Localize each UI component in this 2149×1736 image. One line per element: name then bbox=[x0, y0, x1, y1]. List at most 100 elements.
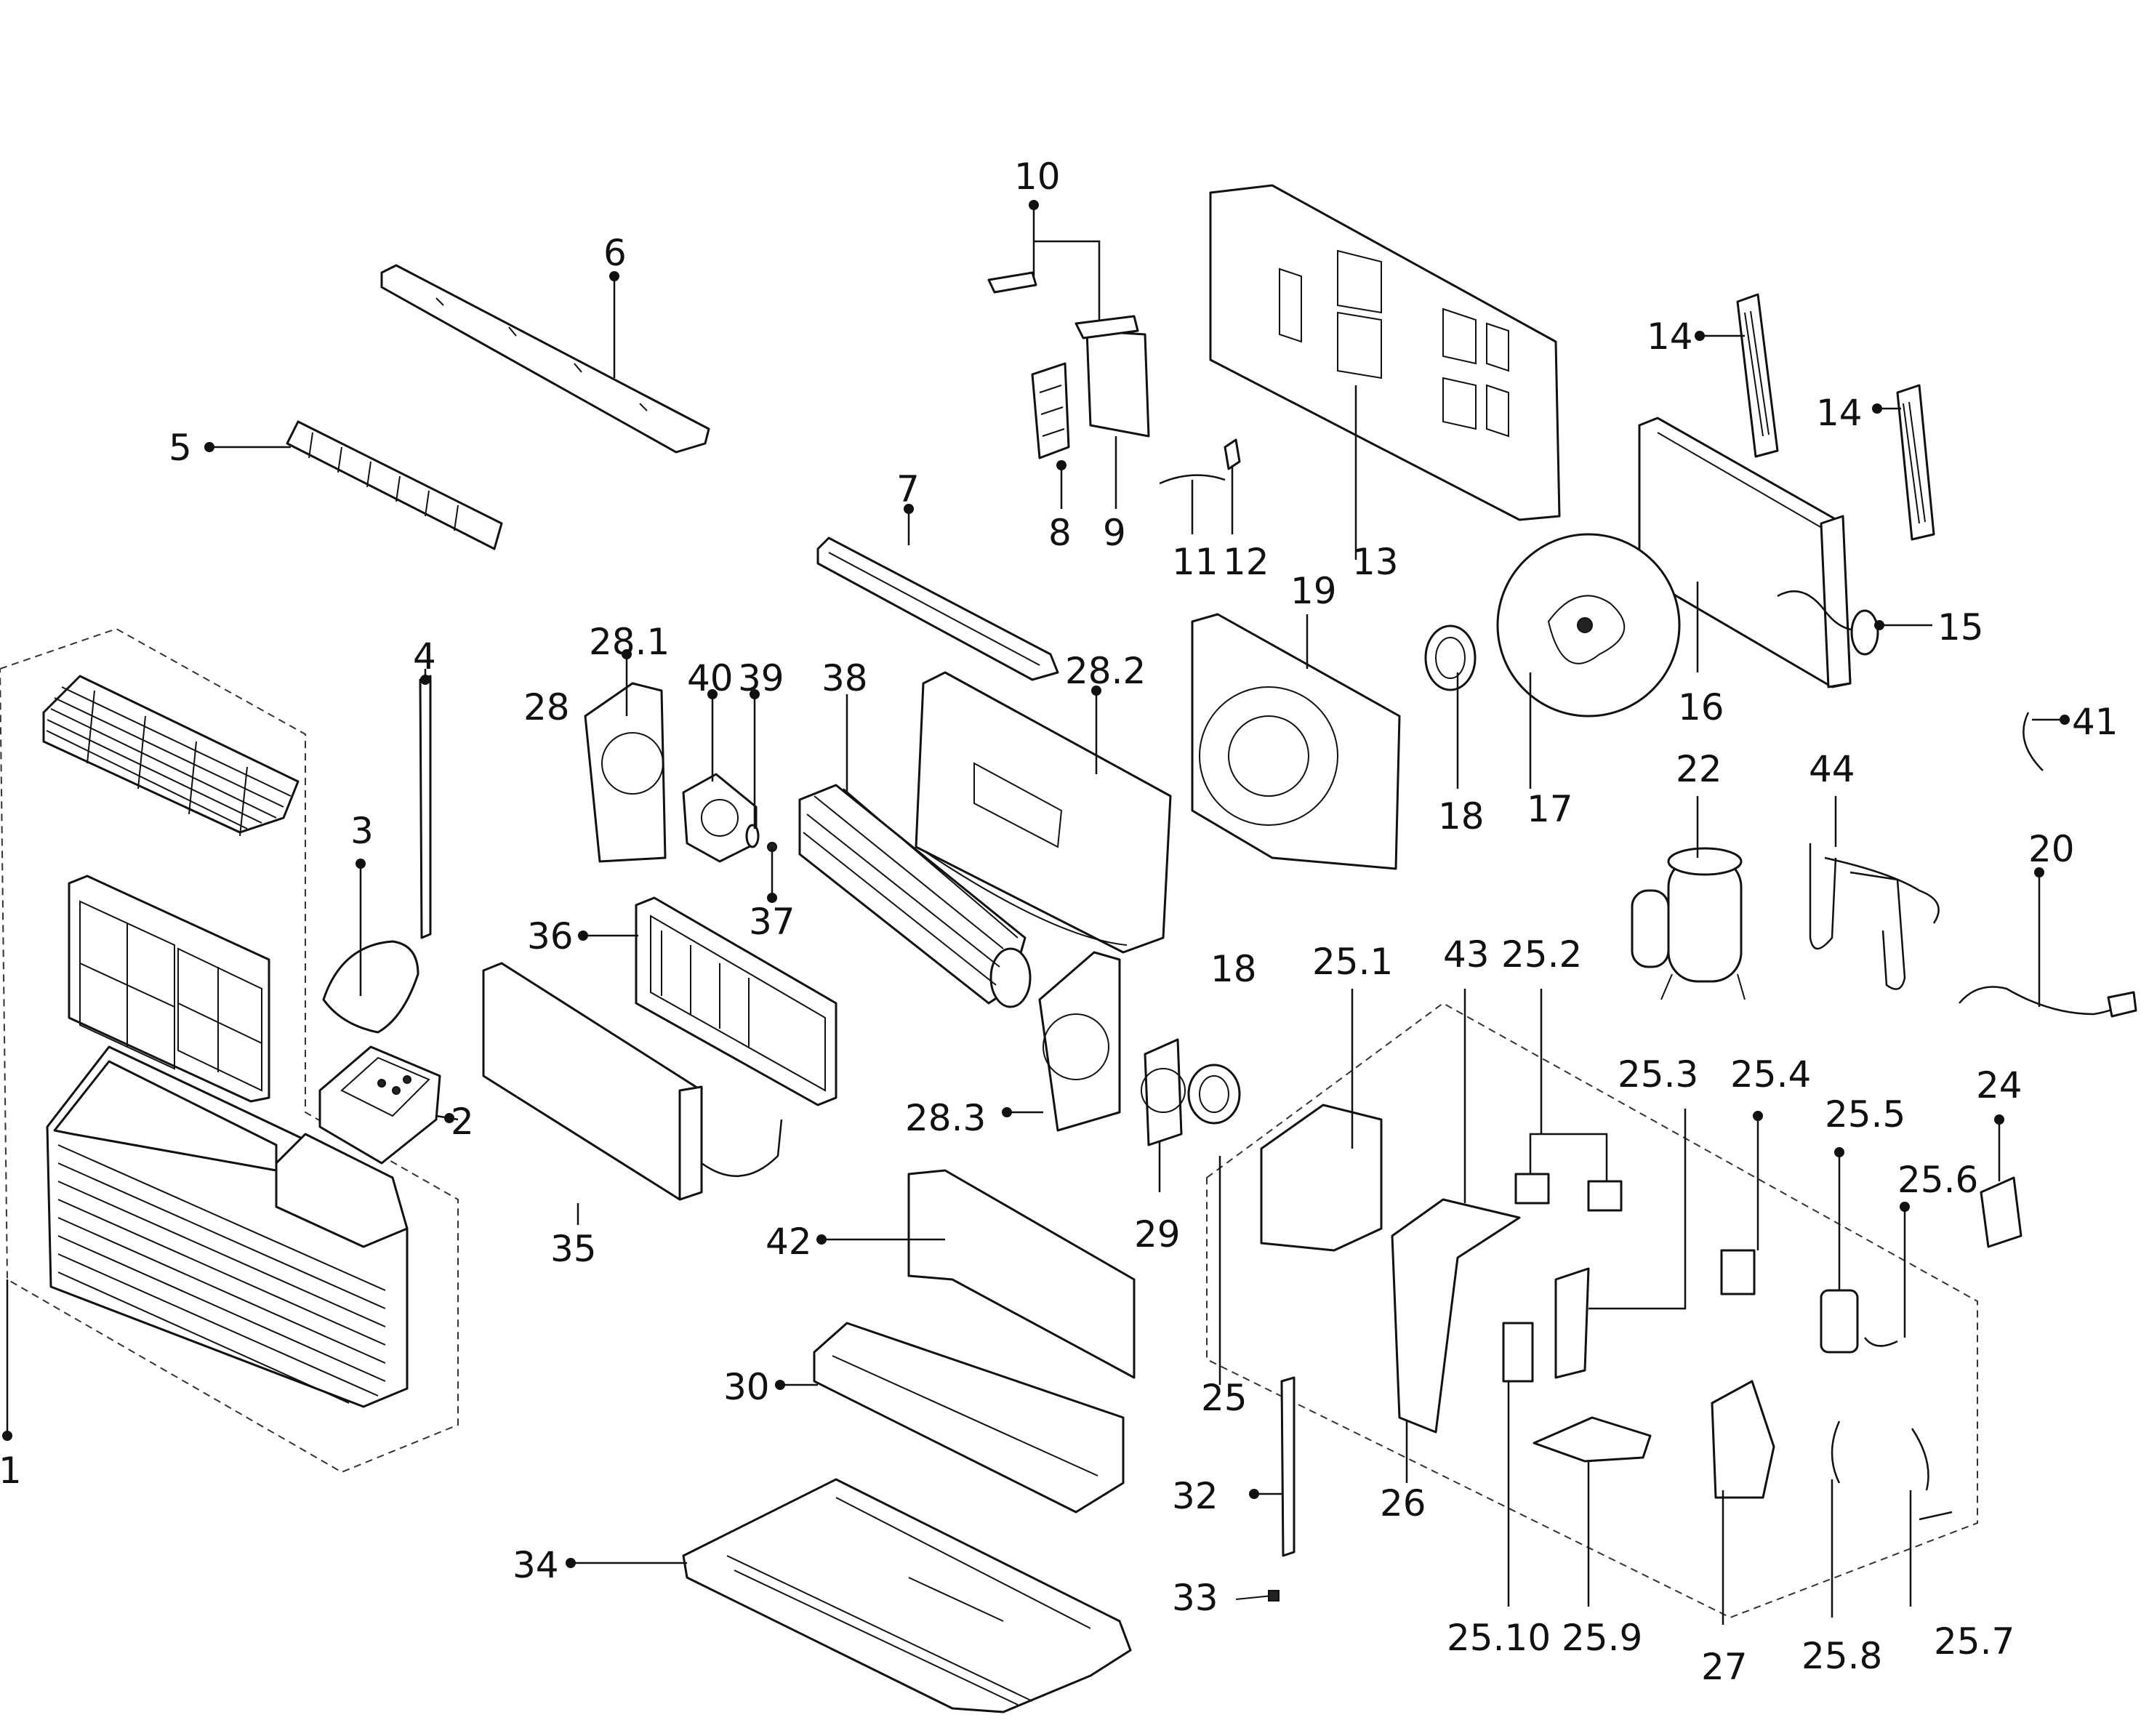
air-deflector bbox=[286, 420, 503, 550]
label-13: 13 bbox=[1352, 541, 1399, 583]
label-25: 25 bbox=[1201, 1377, 1248, 1419]
evaporator-coil bbox=[482, 962, 783, 1201]
label-25-5: 25.5 bbox=[1825, 1093, 1905, 1136]
label-28-2: 28.2 bbox=[1065, 650, 1146, 692]
fan-motor-outdoor bbox=[1424, 624, 1477, 691]
label-14a: 14 bbox=[1647, 316, 1693, 358]
label-24: 24 bbox=[1976, 1064, 2023, 1106]
label-37: 37 bbox=[749, 901, 795, 943]
blower-scroll-plate bbox=[584, 682, 667, 863]
label-22: 22 bbox=[1676, 748, 1722, 790]
hub-washer bbox=[745, 824, 760, 848]
thermistor-holder bbox=[1224, 438, 1241, 470]
partition-bulkhead bbox=[1209, 184, 1561, 521]
side-strip bbox=[419, 675, 432, 939]
pcb-25-3 bbox=[1554, 1267, 1590, 1379]
label-20: 20 bbox=[2028, 828, 2075, 870]
capacitor-25-5 bbox=[1820, 1289, 1859, 1354]
label-12: 12 bbox=[1223, 541, 1269, 583]
front-cover bbox=[46, 1045, 409, 1408]
terminal-25-10 bbox=[1502, 1322, 1534, 1383]
label-1: 1 bbox=[0, 1450, 22, 1492]
blower-housing bbox=[915, 671, 1172, 954]
label-18a: 18 bbox=[1438, 795, 1485, 837]
top-bracket bbox=[816, 537, 1059, 681]
label-25-6: 25.6 bbox=[1897, 1159, 1978, 1201]
control-keypad bbox=[318, 1045, 441, 1165]
label-36: 36 bbox=[527, 915, 574, 957]
power-cord bbox=[1959, 986, 2137, 1018]
label-19: 19 bbox=[1290, 570, 1337, 612]
side-plate bbox=[1711, 1380, 1775, 1499]
label-18b: 18 bbox=[1210, 948, 1257, 990]
label-28: 28 bbox=[523, 686, 570, 728]
label-33: 33 bbox=[1172, 1577, 1218, 1619]
wall-plate bbox=[907, 1169, 1136, 1379]
label-9: 9 bbox=[1103, 512, 1126, 554]
wire-25-8 bbox=[1831, 1420, 1841, 1484]
label-3: 3 bbox=[350, 810, 374, 852]
label-6: 6 bbox=[603, 232, 627, 274]
label-25-4: 25.4 bbox=[1730, 1053, 1811, 1096]
label-8: 8 bbox=[1048, 512, 1072, 554]
front-panel-group-outline bbox=[0, 627, 459, 1474]
label-44: 44 bbox=[1809, 748, 1855, 790]
discharge-grille bbox=[42, 675, 300, 837]
label-38: 38 bbox=[822, 657, 868, 699]
reversing-valve bbox=[1777, 590, 1879, 656]
switch-25-4 bbox=[1720, 1249, 1756, 1295]
label-25-1: 25.1 bbox=[1312, 941, 1393, 983]
drain-tube bbox=[2023, 712, 2044, 771]
thermistor-wire bbox=[1159, 474, 1226, 485]
label-35: 35 bbox=[550, 1228, 597, 1270]
label-32: 32 bbox=[1172, 1475, 1218, 1517]
label-15: 15 bbox=[1937, 606, 1984, 648]
leader-dots bbox=[2, 200, 2070, 1568]
label-30: 30 bbox=[723, 1366, 770, 1408]
blower-motor bbox=[1187, 1064, 1241, 1125]
label-25-9: 25.9 bbox=[1562, 1617, 1642, 1659]
control-box-group-outline bbox=[1206, 1002, 1978, 1619]
label-26: 26 bbox=[1380, 1482, 1426, 1524]
label-43: 43 bbox=[1443, 933, 1490, 976]
mounting-plate-left bbox=[1031, 362, 1070, 459]
evaporator-frame bbox=[635, 896, 837, 1106]
fan-shroud bbox=[1191, 613, 1401, 870]
label-25-3: 25.3 bbox=[1618, 1053, 1698, 1096]
blower-scroll-plate-right bbox=[1038, 951, 1121, 1132]
label-14b: 14 bbox=[1816, 392, 1863, 434]
control-board-25-1 bbox=[1260, 1104, 1383, 1252]
label-25-2: 25.2 bbox=[1501, 933, 1582, 976]
relays-25-2 bbox=[1514, 1173, 1623, 1212]
air-filter bbox=[68, 875, 270, 1103]
label-4: 4 bbox=[413, 635, 436, 678]
access-cover bbox=[322, 940, 419, 1034]
wire-25-7 bbox=[1911, 1428, 1929, 1491]
clamp-25-6 bbox=[1864, 1337, 1898, 1347]
support-rail bbox=[1280, 1376, 1296, 1557]
condenser-coil bbox=[1638, 417, 1852, 688]
drain-pan bbox=[813, 1322, 1125, 1514]
label-5: 5 bbox=[169, 427, 192, 469]
label-40: 40 bbox=[687, 657, 734, 699]
label-7: 7 bbox=[896, 468, 920, 510]
label-2: 2 bbox=[451, 1101, 474, 1143]
motor-plate bbox=[682, 773, 758, 863]
blower-wheel bbox=[798, 784, 1032, 1008]
motor-mount bbox=[1141, 1038, 1186, 1146]
bracket-25-9 bbox=[1533, 1416, 1652, 1463]
label-10: 10 bbox=[1014, 156, 1061, 198]
drain-screw bbox=[1235, 1590, 1280, 1602]
base-pan bbox=[682, 1478, 1132, 1713]
label-16: 16 bbox=[1678, 686, 1724, 728]
label-28-1: 28.1 bbox=[589, 621, 670, 663]
condenser-fan-blade bbox=[1496, 533, 1681, 718]
label-17: 17 bbox=[1527, 788, 1573, 830]
label-28-3: 28.3 bbox=[905, 1097, 986, 1139]
refrigerant-piping bbox=[1809, 843, 1940, 990]
compressor bbox=[1631, 847, 1746, 1000]
callout-labels: 1 2 3 4 5 6 7 8 9 10 11 12 13 14 14 15 1… bbox=[0, 156, 2118, 1688]
label-25-8: 25.8 bbox=[1801, 1635, 1882, 1677]
run-capacitor-box bbox=[1980, 1176, 2023, 1248]
